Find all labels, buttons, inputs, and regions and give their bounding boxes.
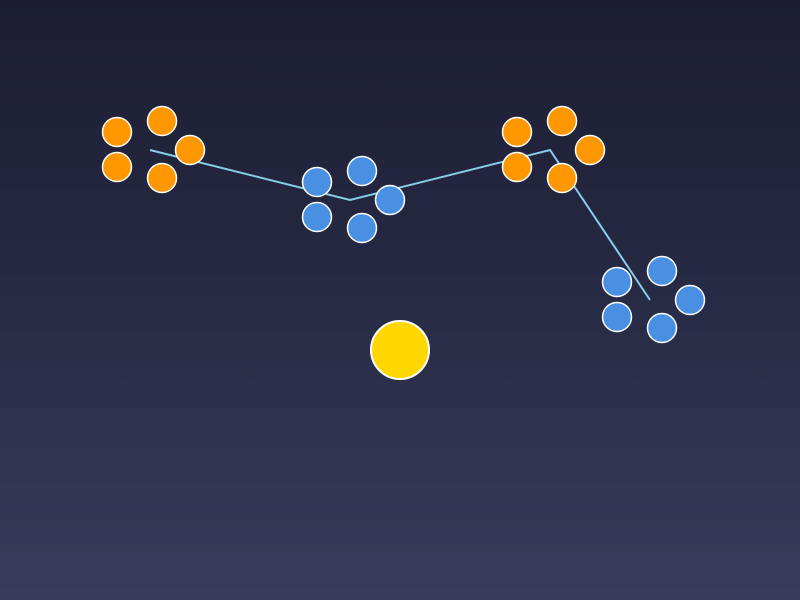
blue-ball[interactable]	[674, 284, 706, 316]
blue-ball[interactable]	[301, 166, 333, 198]
orange-ball[interactable]	[146, 105, 178, 137]
orange-ball[interactable]	[101, 151, 133, 183]
orange-ball[interactable]	[546, 162, 578, 194]
ball-clusters	[101, 105, 706, 344]
orange-ball[interactable]	[101, 116, 133, 148]
blue-ball[interactable]	[346, 212, 378, 244]
cluster-blue-2[interactable]	[601, 255, 706, 344]
orange-ball[interactable]	[546, 105, 578, 137]
orange-ball[interactable]	[501, 151, 533, 183]
blue-ball[interactable]	[601, 266, 633, 298]
blue-ball[interactable]	[301, 201, 333, 233]
link-line-layer	[149, 148, 651, 301]
blue-ball[interactable]	[601, 301, 633, 333]
blue-ball[interactable]	[646, 312, 678, 344]
cluster-blue-1[interactable]	[301, 155, 406, 244]
yellow-ball[interactable]	[370, 320, 430, 380]
orange-ball[interactable]	[174, 134, 206, 166]
blue-ball[interactable]	[646, 255, 678, 287]
cluster-orange-2[interactable]	[501, 105, 606, 194]
blue-ball[interactable]	[346, 155, 378, 187]
orange-ball[interactable]	[501, 116, 533, 148]
link-line	[149, 148, 651, 301]
blue-ball[interactable]	[374, 184, 406, 216]
cluster-orange-1[interactable]	[101, 105, 206, 194]
player-layer	[370, 320, 430, 380]
orange-ball[interactable]	[574, 134, 606, 166]
orange-ball[interactable]	[146, 162, 178, 194]
